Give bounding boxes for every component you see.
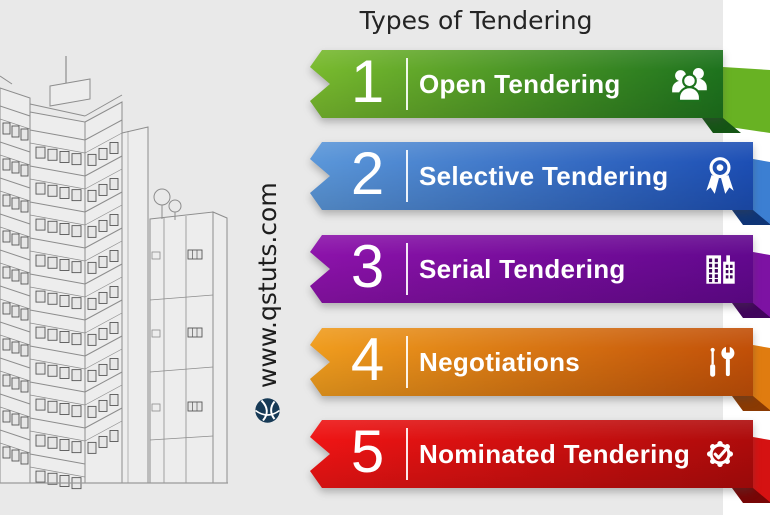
page-title: Types of Tendering (359, 6, 593, 35)
banner-number: 5 (350, 418, 385, 485)
ribbon-back (753, 252, 770, 318)
banner-number: 1 (350, 48, 385, 115)
banner-open-tendering: 1 Open Tendering (0, 50, 770, 145)
banner-negotiations: 4 Negotiations (0, 328, 770, 423)
building-illustration (0, 56, 228, 490)
globe-icon (254, 397, 281, 424)
ribbon-body: 1 Open Tendering (310, 50, 723, 118)
building-icon (699, 248, 741, 290)
separator-line (406, 336, 408, 388)
banner-number: 3 (350, 233, 385, 300)
banner-label: Negotiations (419, 346, 581, 377)
website-label: www.qstuts.com (246, 148, 288, 424)
banner-label: Selective Tendering (419, 160, 669, 191)
banner-number: 2 (350, 140, 385, 207)
separator-line (406, 428, 408, 480)
ribbon-body: 5 Nominated Tendering (310, 420, 753, 488)
ribbon-back (753, 159, 770, 225)
banner-label: Nominated Tendering (419, 438, 691, 469)
ribbon-back (753, 437, 770, 503)
award-ribbon-icon (699, 155, 741, 197)
ribbon-body: 4 Negotiations (310, 328, 753, 396)
banner-label: Serial Tendering (419, 253, 626, 284)
group-people-icon (669, 63, 711, 105)
ribbon-body: 3 Serial Tendering (310, 235, 753, 303)
ribbon-body: 2 Selective Tendering (310, 142, 753, 210)
banner-serial-tendering: 3 Serial Tendering (0, 235, 770, 330)
separator-line (406, 58, 408, 110)
banner-selective-tendering: 2 Selective Tendering (0, 142, 770, 237)
banner-number: 4 (350, 326, 385, 393)
banner-label: Open Tendering (419, 68, 621, 99)
ribbon-back (753, 345, 770, 411)
check-badge-icon (699, 433, 741, 475)
ribbon-back (723, 67, 770, 133)
tools-icon (699, 341, 741, 383)
separator-line (406, 243, 408, 295)
banner-nominated-tendering: 5 Nominated Tendering (0, 420, 770, 515)
separator-line (406, 150, 408, 202)
